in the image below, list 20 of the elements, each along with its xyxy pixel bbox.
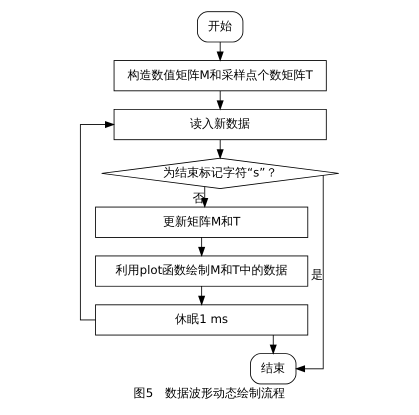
- arrow: [201, 186, 208, 208]
- node-box: 利用plot函数绘制M和T中的数据: [95, 256, 308, 287]
- edge-label: 否: [192, 191, 204, 206]
- node-diamond: 为结束标记字符“s”？: [101, 158, 340, 189]
- node-box: 开始: [197, 11, 244, 42]
- arrow: [270, 334, 277, 355]
- caption: 图5 数据波形动态绘制流程: [134, 386, 286, 400]
- arrow: [80, 121, 116, 320]
- arrow: [294, 175, 324, 372]
- arrow: [216, 90, 224, 110]
- node-box: 休眠1 ms: [95, 304, 308, 336]
- arrow: [198, 237, 206, 258]
- node-box: 读入新数据: [114, 108, 327, 140]
- node-box: 更新矩阵M和T: [95, 206, 308, 238]
- arrow: [216, 42, 224, 62]
- node-box: 构造数值矩阵M和采样点个数矩阵T: [114, 60, 327, 92]
- edge-label: 是: [310, 267, 323, 282]
- node-box: 结束: [250, 353, 296, 384]
- arrow: [198, 286, 206, 306]
- arrow: [216, 139, 224, 160]
